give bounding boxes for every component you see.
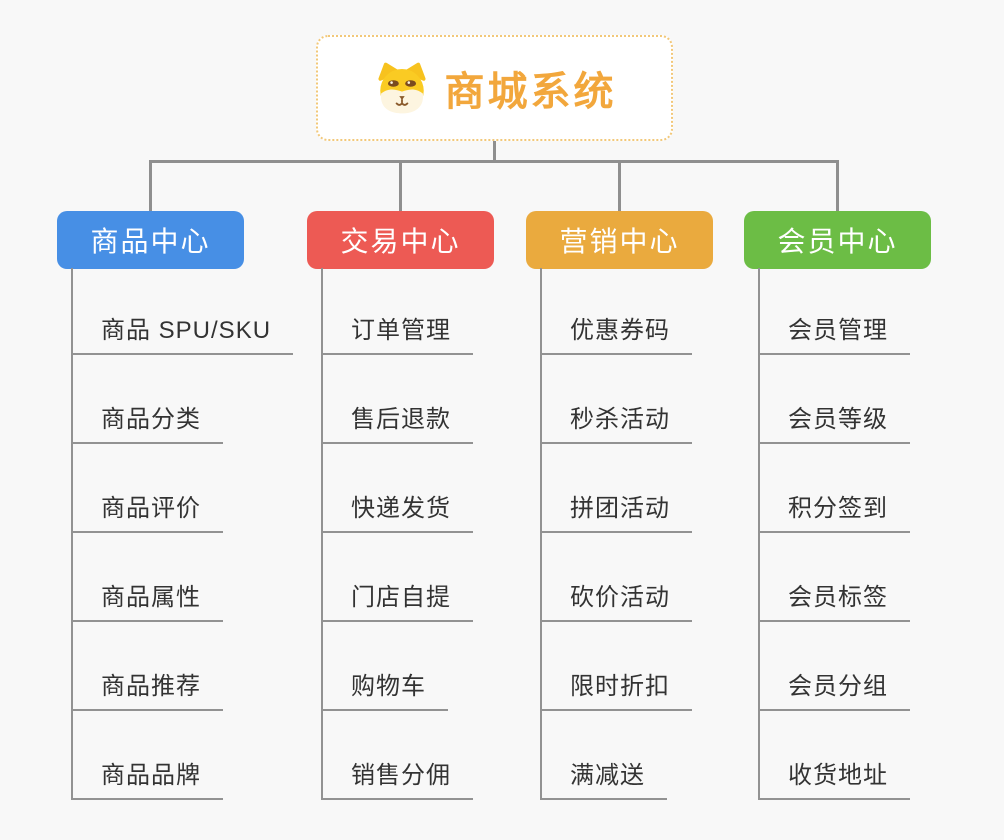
child-node[interactable]: 售后退款 [321,407,473,444]
connector-drop-member [836,160,839,211]
child-node[interactable]: 收货地址 [758,763,910,800]
connector-drop-marketing [618,160,621,211]
connector-bus [149,160,839,163]
connector-root-drop [493,141,496,162]
root-node[interactable]: 商城系统 [316,35,673,141]
connector-drop-product [149,160,152,211]
branch-node-product[interactable]: 商品中心 [57,211,244,269]
doge-icon [373,61,431,115]
child-node[interactable]: 购物车 [321,674,448,711]
connector-drop-trade [399,160,402,211]
child-node[interactable]: 限时折扣 [540,674,692,711]
child-node[interactable]: 商品品牌 [71,763,223,800]
child-node[interactable]: 快递发货 [321,496,473,533]
branch-line-product [71,268,73,800]
branch-line-member [758,268,760,800]
child-node[interactable]: 秒杀活动 [540,407,692,444]
child-node[interactable]: 会员标签 [758,585,910,622]
child-node[interactable]: 商品推荐 [71,674,223,711]
child-node[interactable]: 会员等级 [758,407,910,444]
branch-node-marketing[interactable]: 营销中心 [526,211,713,269]
child-node[interactable]: 优惠券码 [540,318,692,355]
child-node[interactable]: 订单管理 [321,318,473,355]
child-node[interactable]: 满减送 [540,763,667,800]
child-node[interactable]: 商品 SPU/SKU [71,318,294,355]
root-title: 商城系统 [444,70,617,114]
child-node[interactable]: 拼团活动 [540,496,692,533]
child-node[interactable]: 商品评价 [71,496,223,533]
child-node[interactable]: 销售分佣 [321,763,473,800]
branch-line-marketing [540,268,542,800]
branch-node-member[interactable]: 会员中心 [744,211,931,269]
branch-node-trade[interactable]: 交易中心 [307,211,494,269]
child-node[interactable]: 会员管理 [758,318,910,355]
child-node[interactable]: 商品属性 [71,585,223,622]
child-node[interactable]: 门店自提 [321,585,473,622]
child-node[interactable]: 商品分类 [71,407,223,444]
child-node[interactable]: 会员分组 [758,674,910,711]
branch-line-trade [321,268,323,800]
child-node[interactable]: 砍价活动 [540,585,692,622]
child-node[interactable]: 积分签到 [758,496,910,533]
